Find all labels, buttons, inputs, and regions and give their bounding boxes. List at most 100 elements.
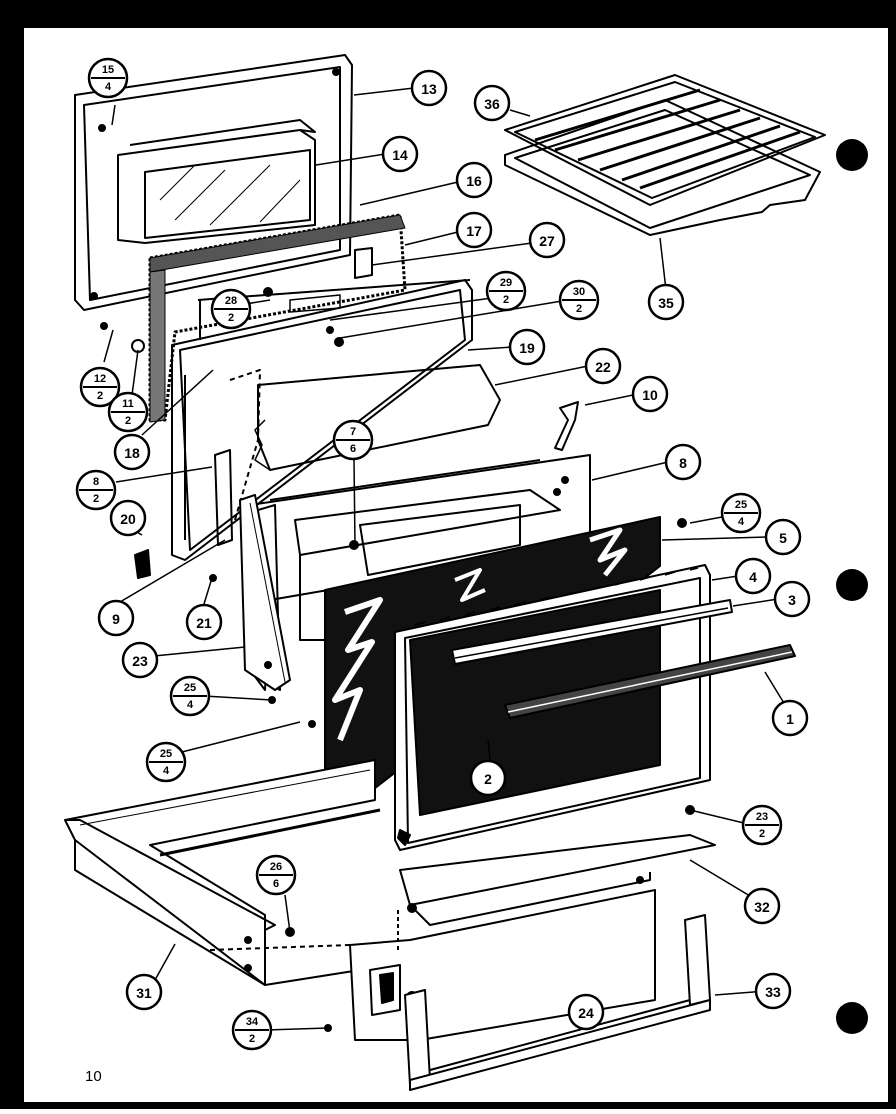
callout-c32: 32 [743,887,781,925]
base-drawer-tray [64,759,381,986]
callout-circle [381,135,419,173]
callout-label: 22 [595,359,611,375]
callout-c36: 36 [473,84,511,122]
callout-label: 4 [738,516,745,528]
callout-circle [97,599,135,637]
callout-c20: 20 [109,499,147,537]
callout-label: 24 [578,1005,594,1021]
door-window-frame [294,489,561,641]
callout-circle [528,221,566,259]
callout-circle [469,759,507,797]
callout-circle [764,518,802,556]
callout-circle [631,375,669,413]
callout-label: 2 [125,415,131,427]
callout-c35: 35 [647,283,685,321]
callout-f15_4: 154 [87,57,129,99]
handle-trim-strip [451,599,733,665]
callout-label: 2 [228,312,234,324]
callout-c31: 31 [125,973,163,1011]
callout-c1: 1 [771,699,809,737]
callout-label: 21 [196,615,212,631]
callout-label: 2 [503,294,509,306]
callout-label: 31 [136,985,152,1001]
binder-hole-middle [836,569,868,601]
callout-circle [455,211,493,249]
callout-f7_6: 76 [332,419,374,461]
page-number: 10 [85,1068,102,1085]
callout-label: 1 [786,711,794,727]
callout-label: 23 [756,811,768,823]
callout-label: 30 [573,286,585,298]
callout-label: 23 [132,653,148,669]
callout-circle [743,887,781,925]
callout-label: 2 [576,303,582,315]
callout-c23: 23 [121,641,159,679]
callout-label: 4 [163,765,170,777]
callout-c24: 24 [567,993,605,1031]
inner-door-liner [171,279,473,561]
callout-label: 20 [120,511,136,527]
callout-circle [113,433,151,471]
callout-c14: 14 [381,135,419,173]
callout-f29_2: 292 [485,270,527,312]
callout-label: 34 [246,1016,259,1028]
binder-hole-bottom [836,1002,868,1034]
callout-c27: 27 [528,221,566,259]
callout-label: 2 [249,1033,255,1045]
callout-f26_6: 266 [255,854,297,896]
callout-c8: 8 [664,443,702,481]
callout-label: 2 [93,493,99,505]
callout-f23_2: 232 [741,804,783,846]
drawer-front [349,889,656,1041]
callout-f11_2: 112 [107,391,149,433]
callout-c33: 33 [754,972,792,1010]
callout-label: 32 [754,899,770,915]
callout-c18: 18 [113,433,151,471]
callout-c4: 4 [734,557,772,595]
callout-f30_2: 302 [558,279,600,321]
side-panel [239,494,291,691]
door-handle [504,644,796,719]
callout-label: 36 [484,96,500,112]
drawer-frame [404,914,711,1091]
callout-label: 6 [273,878,279,890]
callout-circle [473,84,511,122]
callout-label: 28 [225,295,237,307]
hinge-bracket [554,401,579,451]
callout-circle [754,972,792,1010]
callout-f28_2: 282 [210,288,252,330]
callout-label: 10 [642,387,658,403]
callout-c19: 19 [508,328,546,366]
callout-circle [455,161,493,199]
callout-label: 7 [350,426,356,438]
callout-circle [508,328,546,366]
callout-circle [109,499,147,537]
callout-label: 26 [270,861,282,873]
callout-label: 4 [187,699,194,711]
callout-circle [185,603,223,641]
callout-circle [567,993,605,1031]
callout-circle [410,69,448,107]
callout-label: 5 [779,530,787,546]
callout-f25_4a: 254 [720,492,762,534]
leader-lines [103,87,791,1031]
callout-label: 35 [658,295,674,311]
callout-c3: 3 [773,580,811,618]
callout-label: 4 [105,81,112,93]
callout-c2: 2 [469,759,507,797]
callout-label: 25 [184,682,196,694]
callout-label: 18 [124,445,140,461]
callout-circle [121,641,159,679]
insulation-frame [148,213,407,423]
callout-circle [771,699,809,737]
callout-f12_2: 122 [79,366,121,408]
binder-holes [836,139,868,1034]
callout-circle [584,347,622,385]
heat-shield [229,364,501,521]
callout-label: 29 [500,277,512,289]
callout-label: 33 [765,984,781,1000]
